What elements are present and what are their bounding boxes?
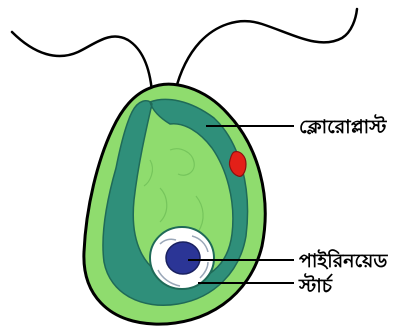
pyrenoid-label: পাইরিনয়েড [299, 249, 388, 272]
starch-label: স্টার্চ [298, 273, 333, 297]
right-flagellum [175, 9, 357, 92]
pyrenoid [166, 242, 200, 274]
left-flagellum [12, 32, 152, 92]
chloroplast-label: ক্লোরোপ্লাস্ট [299, 114, 387, 138]
